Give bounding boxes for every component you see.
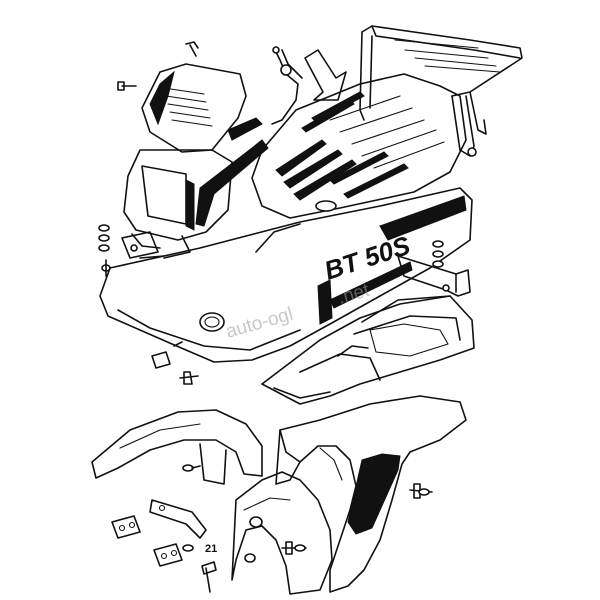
model-label: BT 50S <box>321 230 415 286</box>
undertray <box>261 295 475 405</box>
screw-icon <box>117 81 137 91</box>
screw-icon <box>201 561 217 593</box>
luggage-rack <box>359 25 523 157</box>
rear-mudguard <box>275 395 467 593</box>
watermark-text-tail: .net <box>336 280 373 309</box>
washer-stack-right <box>432 240 444 268</box>
bracket-plate <box>149 499 207 539</box>
part-number-label: 21 <box>205 543 217 555</box>
rear-bolt-icon <box>409 483 433 499</box>
mounting-plate <box>111 515 141 539</box>
mirror-mount <box>271 46 303 125</box>
small-washer <box>182 544 194 552</box>
front-fairing <box>123 63 269 259</box>
bolt-icon <box>281 541 307 555</box>
clip-icon <box>151 341 183 369</box>
clip-plate <box>153 543 183 567</box>
inner-guard <box>231 471 333 595</box>
side-cover <box>99 187 473 363</box>
screw-icon <box>179 371 199 385</box>
seat <box>251 73 467 219</box>
bolt-icon <box>185 41 199 57</box>
front-mudguard <box>91 409 263 485</box>
washer-stack <box>98 224 111 277</box>
mounting-bracket <box>121 231 159 259</box>
rear-bracket <box>397 255 471 297</box>
arrow-pointer-icon <box>304 49 347 101</box>
